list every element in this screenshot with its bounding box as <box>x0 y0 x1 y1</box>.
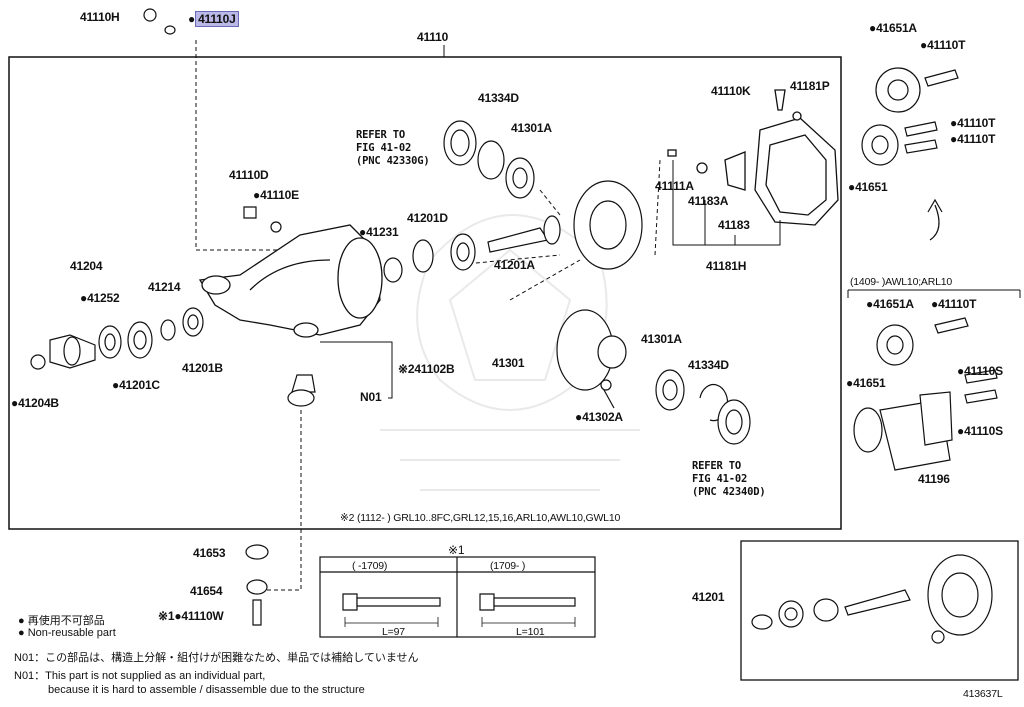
nonreusable-dot-icon: ● <box>11 396 19 410</box>
part-label-41653[interactable]: 41653 <box>193 546 226 560</box>
table-x1-col1-header: ( -1709) <box>352 560 388 572</box>
part-label-41110t-top[interactable]: ●41110T <box>920 38 966 52</box>
part-label-41181p[interactable]: 41181P <box>790 79 830 93</box>
part-label-41110w[interactable]: ※1●41110W <box>158 609 224 623</box>
part-label-41334d-mid[interactable]: 41334D <box>688 358 729 372</box>
part-label-41110[interactable]: 41110 <box>417 30 449 44</box>
part-label-41110h[interactable]: 41110H <box>80 10 120 24</box>
nonreusable-dot-icon: ● <box>957 364 965 378</box>
nonreusable-dot-icon: ● <box>253 188 261 202</box>
part-label-41651a-mid[interactable]: ●41651A <box>866 297 914 311</box>
legend-jp: ● 再使用不可部品 <box>18 615 105 627</box>
nonreusable-dot-icon: ● <box>957 424 965 438</box>
part-label-41110e[interactable]: ●41110E <box>253 188 299 202</box>
part-label-41302a[interactable]: ●41302A <box>575 410 623 424</box>
part-label-41301a-mid[interactable]: 41301A <box>641 332 682 346</box>
part-label-41201a-top[interactable]: 41201A <box>494 258 535 272</box>
rear-cover <box>667 89 839 226</box>
note-n01-en2: because it is hard to assemble / disasse… <box>48 684 365 696</box>
nonreusable-dot-icon: ● <box>920 38 928 52</box>
nonreusable-dot-icon: ● <box>80 291 88 305</box>
table-x1-col2-header: (1709- ) <box>490 560 526 572</box>
nonreusable-dot-icon: ● <box>950 132 958 146</box>
part-label-41651-top[interactable]: ●41651 <box>848 180 888 194</box>
figure-number: 413637L <box>963 688 1003 700</box>
nonreusable-dot-icon: ● <box>869 21 877 35</box>
nonreusable-dot-icon: ● <box>359 225 367 239</box>
bolt-length-table <box>319 556 596 638</box>
note-x2-applicability: ※2 (1112- ) GRL10..8FC,GRL12,15,16,ARL10… <box>340 512 621 524</box>
part-label-n01[interactable]: N01 <box>360 390 382 404</box>
range-note-1409: (1409- )AWL10;ARL10 <box>850 276 953 288</box>
part-label-41334d-top[interactable]: 41334D <box>478 91 519 105</box>
highlighted-part-41110j[interactable]: 41110J <box>195 11 239 27</box>
part-label-41196[interactable]: 41196 <box>918 472 950 486</box>
part-label-41201c[interactable]: ●41201C <box>112 378 160 392</box>
main-assembly-frame <box>8 56 842 530</box>
nonreusable-dot-icon: ● <box>188 12 196 26</box>
part-label-41651-mid[interactable]: ●41651 <box>846 376 886 390</box>
part-label-41110k[interactable]: 41110K <box>711 84 751 98</box>
differential-case <box>556 309 751 445</box>
nonreusable-dot-icon: ● <box>950 116 958 130</box>
nonreusable-dot-icon: ● <box>575 410 583 424</box>
part-label-41181h[interactable]: 41181H <box>706 259 747 273</box>
table-x1-title: ※1 <box>448 543 465 557</box>
legend-en: ● Non-reusable part <box>18 627 116 639</box>
part-label-41110t-r2[interactable]: ●41110T <box>950 132 996 146</box>
part-label-41183[interactable]: 41183 <box>718 218 750 232</box>
part-label-41110s-1[interactable]: ●41110S <box>957 364 1003 378</box>
part-label-41183a[interactable]: 41183A <box>688 194 729 208</box>
nonreusable-dot-icon: ● <box>931 297 939 311</box>
table-x1-length1: L=97 <box>382 626 405 638</box>
part-label-41111a[interactable]: 41111A <box>655 179 694 193</box>
part-label-41231[interactable]: ●41231 <box>359 225 399 239</box>
nonreusable-dot-icon: ● <box>848 180 856 194</box>
part-label-41252[interactable]: ●41252 <box>80 291 120 305</box>
part-label-41110t-mid[interactable]: ●41110T <box>931 297 977 311</box>
part-label-41110j[interactable]: ●41110J <box>188 11 239 27</box>
part-label-41110t-r1[interactable]: ●41110T <box>950 116 996 130</box>
nonreusable-dot-icon: ● <box>866 297 874 311</box>
companion-flange <box>30 334 96 370</box>
part-label-41201d[interactable]: 41201D <box>407 211 448 225</box>
part-label-41654[interactable]: 41654 <box>190 584 223 598</box>
refer-note-bottom[interactable]: REFER TO FIG 41-02 (PNC 42340D) <box>692 460 766 498</box>
part-label-41651a-top[interactable]: ●41651A <box>869 21 917 35</box>
nonreusable-dot-icon: ● <box>112 378 120 392</box>
part-label-41201b[interactable]: 41201B <box>182 361 223 375</box>
carrier-housing <box>198 224 383 338</box>
refer-note-top[interactable]: REFER TO FIG 41-02 (PNC 42330G) <box>356 129 430 167</box>
part-label-41214[interactable]: 41214 <box>148 280 181 294</box>
rear-mounts <box>861 67 959 241</box>
gear-set-box <box>740 540 1019 681</box>
part-label-41110d[interactable]: 41110D <box>229 168 269 182</box>
nonreusable-dot-icon: ● <box>846 376 854 390</box>
part-label-41102b[interactable]: ※241102B <box>398 362 455 376</box>
part-label-41201-box[interactable]: 41201 <box>692 590 725 604</box>
part-label-41204[interactable]: 41204 <box>70 259 103 273</box>
note-n01-jp: N01：この部品は、構造上分解・組付けが困難なため、単品では補給していません <box>14 652 419 664</box>
part-label-41204b[interactable]: ●41204B <box>11 396 59 410</box>
part-label-41110s-2[interactable]: ●41110S <box>957 424 1003 438</box>
part-label-41301a-top[interactable]: 41301A <box>511 121 552 135</box>
drive-pinion <box>487 215 561 253</box>
note-n01-en: N01：This part is not supplied as an indi… <box>14 670 266 682</box>
ring-gear-top <box>573 180 643 270</box>
part-label-41301[interactable]: 41301 <box>492 356 525 370</box>
table-x1-length2: L=101 <box>516 626 545 638</box>
